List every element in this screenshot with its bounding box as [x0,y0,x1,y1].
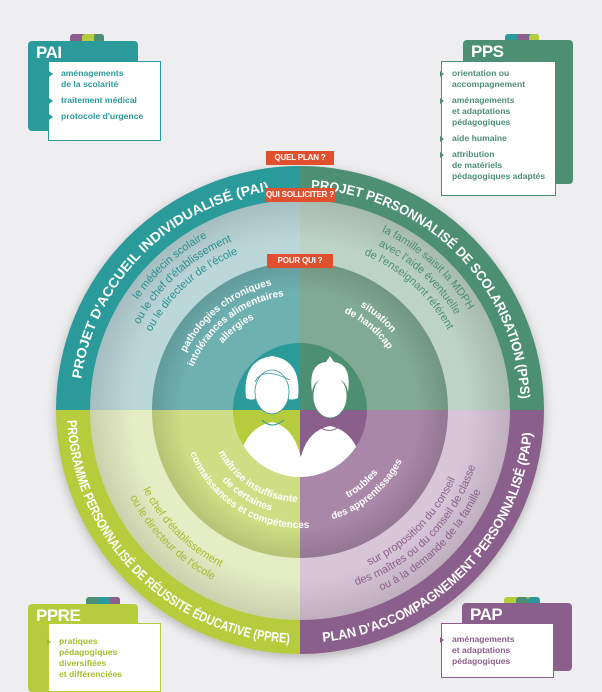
badge-qui-solliciter: QUI SOLLICITER ? [265,188,335,202]
card-list-pps: orientation ou accompagnement aménagement… [440,61,556,196]
card-item: traitement médical [49,95,152,106]
badge-quel-plan: QUEL PLAN ? [266,151,334,165]
students-icon [236,356,364,477]
card-item: aide humaine [440,133,547,144]
card-list-pai: aménagements de la scolarité traitement m… [48,61,161,141]
card-item: orientation ou accompagnement [440,68,547,90]
card-list-pap: aménagements et adaptations pédagogiques [440,623,554,678]
card-title-pai: PAI [36,43,62,62]
card-list-ppre: pratiques pédagogiques diversifiées et d… [47,623,161,692]
card-item: protocole d'urgence [49,111,152,122]
card-item: attribution de matériels pédagogiques ad… [440,149,546,181]
card-item: pratiques pédagogiques diversifiées et d… [47,636,152,680]
badge-pour-qui: POUR QUI ? [267,254,333,268]
card-item: aménagements et adaptations pédagogiques [440,634,545,667]
card-title-pap: PAP [470,605,503,624]
card-title-pps: PPS [471,42,504,61]
card-title-ppre: PPRE [36,606,81,625]
card-item: aménagements et adaptations pédagogiques [440,95,547,128]
card-item: aménagements de la scolarité [49,68,152,90]
